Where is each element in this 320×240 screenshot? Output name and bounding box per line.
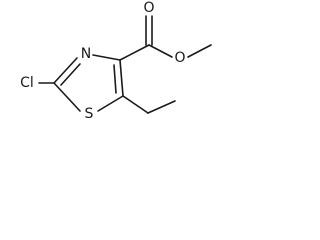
bond-n3-c4 <box>92 54 121 61</box>
bond-ethyl-ch2-ch3 <box>147 100 176 114</box>
bond-ester-o-methyl <box>187 44 212 58</box>
atom-label-chlorine: Cl <box>20 75 34 91</box>
atom-label-ring-nitrogen: N <box>81 46 91 62</box>
bond-c5-s1 <box>97 95 124 112</box>
bond-c4-c5-outer <box>119 59 124 97</box>
bond-c4-carbonyl-carbon <box>119 44 150 61</box>
chemical-structure-diagram: Cl N S O O <box>20 0 212 122</box>
bond-c2-n3-inner <box>60 63 81 86</box>
atom-label-carbonyl-oxygen: O <box>143 0 154 16</box>
bond-c4-c5-inner <box>113 64 117 94</box>
bond-s1-c2 <box>53 82 81 112</box>
bond-c2-n3-outer <box>53 57 78 84</box>
atom-label-ring-sulfur: S <box>85 106 94 122</box>
bond-carbonyl-c-ester-o <box>148 44 173 58</box>
atom-label-ester-oxygen: O <box>174 50 185 66</box>
bond-c5-ethyl-ch2 <box>122 95 149 114</box>
